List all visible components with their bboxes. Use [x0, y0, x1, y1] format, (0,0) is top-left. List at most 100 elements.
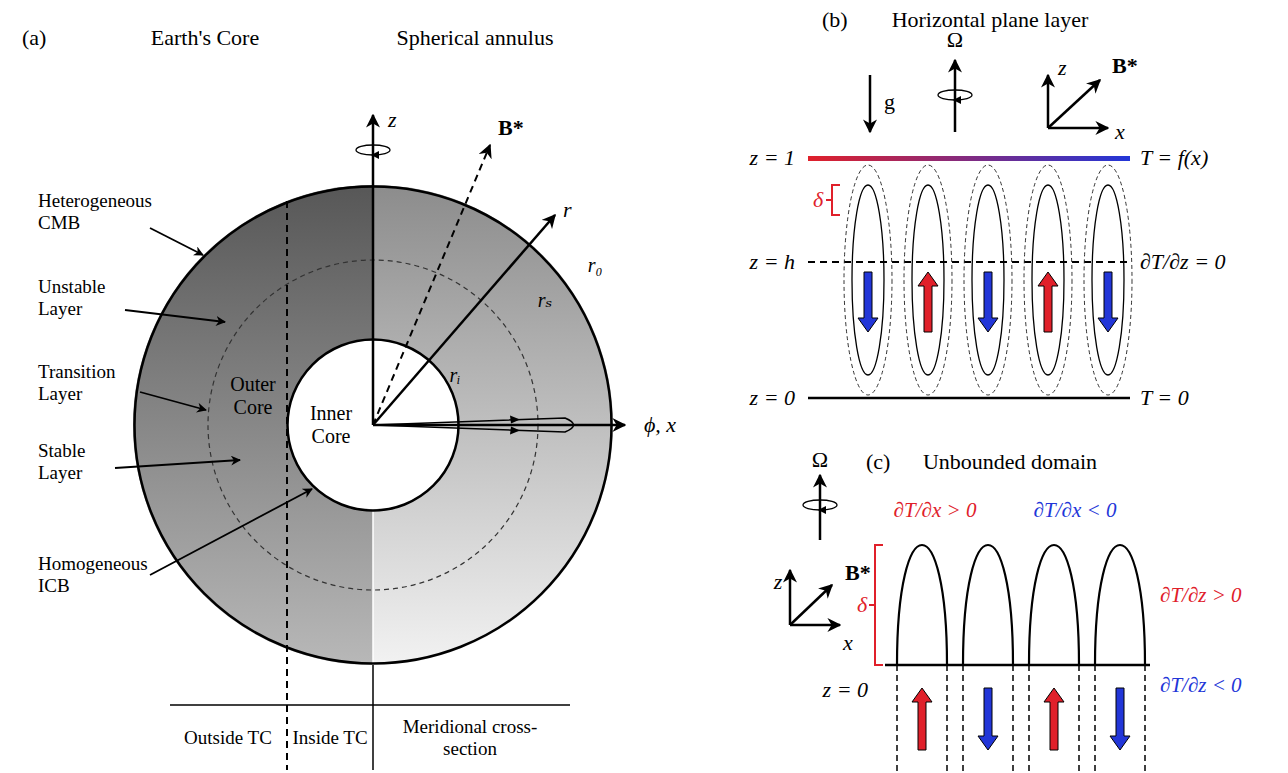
leader-label: Transition Layer: [38, 361, 133, 405]
figure-label: ∂T/∂z < 0: [1160, 673, 1242, 697]
rotation-axis: [819, 475, 822, 540]
column-edge: [1094, 665, 1096, 772]
region-label: Outer Core: [218, 373, 288, 419]
penetrating-plume: [1095, 545, 1145, 665]
outside-half: [133, 185, 373, 665]
penetrating-plume: [963, 545, 1013, 665]
rotation-ellipse: [356, 145, 390, 155]
figure-label: x: [843, 630, 853, 655]
tangent-cylinder-line: [286, 201, 288, 770]
leader-arrow: [125, 310, 225, 322]
column-edge: [1144, 665, 1146, 772]
figure-label: rₛ: [538, 289, 553, 312]
leader-label: Unstable Layer: [38, 276, 133, 320]
azimuthal-loop: [373, 418, 574, 432]
field-vector: [373, 145, 490, 425]
gravity-arrow: [869, 75, 872, 132]
figure-label: g: [884, 89, 895, 114]
figure-label: r₀: [588, 254, 603, 277]
figure-label: ∂T/∂z > 0: [1160, 583, 1242, 607]
figure-label: δ: [813, 187, 823, 212]
z-axis: [1047, 75, 1050, 128]
figure-label: x: [1115, 119, 1125, 144]
figure-label: (a): [22, 25, 46, 50]
field-vector: [790, 585, 832, 625]
bottom-boundary: [808, 397, 1130, 400]
figure-label: T = 0: [1140, 385, 1189, 410]
convection-cell: [972, 185, 1004, 375]
convection-cell: [1092, 185, 1124, 375]
rotation-ellipse: [803, 500, 837, 510]
figure-label: Ω: [947, 27, 963, 52]
figure-label: ∂T/∂x < 0: [1034, 498, 1117, 522]
figure-label: z = 0: [823, 677, 868, 702]
figure-label: z = h: [750, 249, 795, 274]
leader-label: Homogeneous ICB: [38, 553, 148, 597]
figure-label: rᵢ: [450, 364, 461, 387]
penetrating-plume: [1029, 545, 1079, 665]
delta-tick: [826, 199, 832, 201]
column-edge: [1078, 665, 1080, 772]
leader-label: Heterogeneous CMB: [38, 190, 138, 234]
column-edge: [1012, 665, 1014, 772]
leader-arrow: [150, 489, 312, 575]
x-axis: [790, 624, 840, 627]
column-edge: [1028, 665, 1030, 772]
delta-tick: [869, 604, 875, 606]
figure-label: B*: [845, 560, 871, 585]
figure-label: (c): [866, 449, 890, 474]
figure-label: Outside TC: [184, 727, 272, 749]
region-label: Inner Core: [300, 402, 362, 448]
interface-line: [885, 664, 1150, 667]
penetration-envelope: [904, 165, 952, 395]
figure-label: Inside TC: [292, 727, 367, 749]
convection-cell: [912, 185, 944, 375]
convection-cell: [852, 185, 884, 375]
figure-label: z: [388, 107, 397, 132]
leader-arrow: [140, 392, 206, 410]
leader-label: Meridional cross-section: [400, 716, 540, 760]
rotation-head: [371, 151, 379, 159]
figure-label: T = f(x): [1140, 145, 1208, 170]
figure-label: z = 1: [750, 145, 795, 170]
table-rule: [170, 704, 570, 706]
downflow-arrow: [1098, 272, 1118, 332]
figure-label: Earth's Core: [151, 25, 259, 50]
penetration-envelope: [844, 165, 892, 395]
column-edge: [962, 665, 964, 772]
stable-interface: [808, 261, 1130, 263]
figure-label: ∂T/∂z = 0: [1140, 249, 1226, 274]
table-divider: [372, 665, 374, 770]
upflow-arrow: [1044, 688, 1064, 750]
field-vector: [1048, 80, 1100, 128]
downflow-arrow: [858, 272, 878, 332]
leader-arrow: [115, 460, 240, 468]
penetration-envelope: [1024, 165, 1072, 395]
rotation-axis: [954, 60, 957, 132]
loop-head: [510, 415, 520, 423]
figure-label: z: [774, 569, 783, 594]
rotation-head: [818, 506, 826, 514]
convection-cell: [1032, 185, 1064, 375]
delta-bracket: [875, 545, 883, 665]
figure-label: Unbounded domain: [923, 449, 1097, 474]
rotation-head: [953, 96, 961, 104]
penetration-envelope: [1084, 165, 1132, 395]
column-edge: [946, 665, 948, 772]
figure-label: z: [1058, 55, 1067, 80]
upflow-arrow: [912, 688, 932, 750]
figure-label: B*: [498, 115, 524, 140]
figure-label: B*: [1112, 53, 1138, 78]
leader-label: Stable Layer: [38, 440, 118, 484]
figure-label: δ: [857, 592, 867, 617]
rotation-ellipse: [938, 90, 972, 100]
downflow-arrow: [1110, 688, 1130, 750]
figure-label: Spherical annulus: [396, 25, 553, 50]
figure-label: Horizontal plane layer: [892, 7, 1089, 32]
loop-head: [510, 427, 520, 435]
upflow-arrow: [1038, 272, 1058, 332]
heated-boundary: [808, 156, 1130, 161]
figure-label: ∂T/∂x > 0: [894, 498, 977, 522]
z-axis: [789, 570, 792, 625]
